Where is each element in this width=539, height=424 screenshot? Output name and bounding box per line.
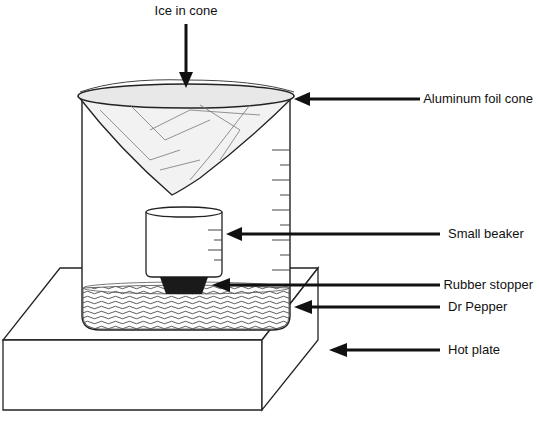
small-beaker [146, 207, 222, 277]
rubber-stopper [160, 277, 208, 294]
liquid-label: Dr Pepper [448, 300, 507, 314]
stopper-label: Rubber stopper [443, 278, 533, 292]
foil-cone-label: Aluminum foil cone [423, 92, 533, 106]
hot-plate-label: Hot plate [448, 343, 500, 357]
foil-cone [78, 80, 294, 195]
leader-arrows [179, 24, 440, 357]
ice-label: Ice in cone [155, 4, 218, 18]
small-beaker-label: Small beaker [448, 227, 524, 241]
hot-plate [3, 268, 318, 410]
